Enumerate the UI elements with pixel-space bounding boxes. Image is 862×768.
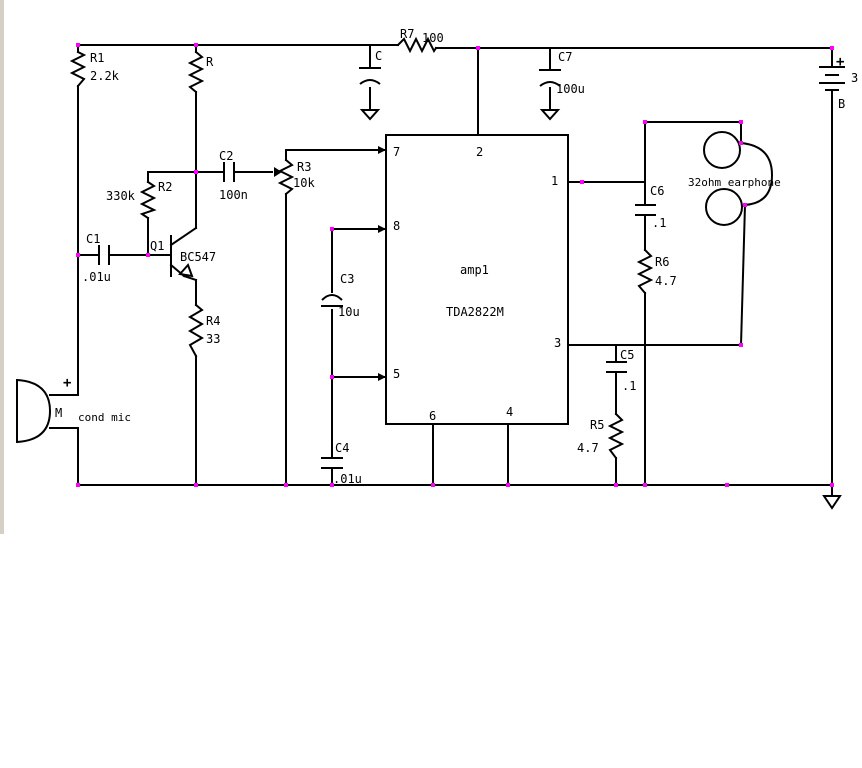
earphone-value: 32ohm earphone bbox=[688, 176, 781, 189]
ground-c bbox=[359, 109, 381, 121]
battery-ref: B bbox=[838, 97, 845, 111]
r5-value: 4.7 bbox=[577, 441, 599, 455]
capacitor-c4: C4 .01u bbox=[321, 441, 362, 486]
r1-value: 2.2k bbox=[90, 69, 120, 83]
c5-value: .1 bbox=[622, 379, 636, 393]
transistor-q1: Q1 BC547 bbox=[150, 226, 216, 282]
c7-ref: C7 bbox=[558, 50, 572, 64]
c7-value: 100u bbox=[556, 82, 585, 96]
r4-ref: R4 bbox=[206, 314, 220, 328]
amp-pin-3: 3 bbox=[554, 336, 561, 350]
junction-dots bbox=[76, 43, 834, 487]
amp-pin-5: 5 bbox=[393, 367, 400, 381]
ground-c7 bbox=[539, 109, 561, 121]
resistor-r: R bbox=[187, 50, 214, 94]
ground-main bbox=[822, 495, 842, 510]
battery-value: 3 bbox=[851, 71, 858, 85]
capacitor-c7: C7 100u bbox=[539, 50, 585, 96]
r6-ref: R6 bbox=[655, 255, 669, 269]
r-ref: R bbox=[206, 55, 214, 69]
wires bbox=[77, 44, 833, 496]
r4-value: 33 bbox=[206, 332, 220, 346]
amp-value: TDA2822M bbox=[446, 305, 504, 319]
r3-value: 10k bbox=[293, 176, 315, 190]
c1-ref: C1 bbox=[86, 232, 100, 246]
amp-pin-1: 1 bbox=[551, 174, 558, 188]
capacitor-c2: C2 100n bbox=[219, 149, 248, 202]
window-left-edge bbox=[0, 0, 4, 534]
c5-ref: C5 bbox=[620, 348, 634, 362]
c3-ref: C3 bbox=[340, 272, 354, 286]
c2-value: 100n bbox=[219, 188, 248, 202]
amp-pin-6: 6 bbox=[429, 409, 436, 423]
r5-ref: R5 bbox=[590, 418, 604, 432]
resistor-r2: R2 330k bbox=[106, 180, 172, 220]
mic-value: cond mic bbox=[78, 411, 131, 424]
capacitor-c6: C6 .1 bbox=[635, 184, 666, 230]
amp-pin-2: 2 bbox=[476, 145, 483, 159]
amp-pin-4: 4 bbox=[506, 405, 513, 419]
r6-value: 4.7 bbox=[655, 274, 677, 288]
battery-polarity: + bbox=[836, 54, 844, 70]
capacitor-c3: C3 10u bbox=[321, 272, 360, 319]
r3-ref: R3 bbox=[297, 160, 311, 174]
amp-pin-7: 7 bbox=[393, 145, 400, 159]
condenser-mic: + M cond mic bbox=[16, 375, 131, 443]
mic-ref: M bbox=[55, 406, 62, 420]
c6-value: .1 bbox=[652, 216, 666, 230]
amp-ic-tda2822m: amp1 TDA2822M 7 2 1 8 5 3 6 4 bbox=[378, 134, 569, 425]
capacitor-c1: C1 .01u bbox=[82, 232, 111, 284]
resistor-r1: R1 2.2k bbox=[69, 50, 120, 88]
battery-b: + 3 B bbox=[819, 54, 858, 111]
r7-ref: R7 bbox=[400, 27, 414, 41]
c4-ref: C4 bbox=[335, 441, 349, 455]
q1-ref: Q1 bbox=[150, 239, 164, 253]
r1-ref: R1 bbox=[90, 51, 104, 65]
mic-polarity: + bbox=[63, 375, 71, 391]
q1-value: BC547 bbox=[180, 250, 216, 264]
r2-ref: R2 bbox=[158, 180, 172, 194]
c6-ref: C6 bbox=[650, 184, 664, 198]
c2-ref: C2 bbox=[219, 149, 233, 163]
resistor-r5: R5 4.7 bbox=[577, 412, 625, 460]
amp-ref: amp1 bbox=[460, 263, 489, 277]
c4-value: .01u bbox=[333, 472, 362, 486]
c3-value: 10u bbox=[338, 305, 360, 319]
resistor-r4: R4 33 bbox=[188, 303, 220, 358]
r7-value: 100 bbox=[422, 31, 444, 45]
r2-value: 330k bbox=[106, 189, 136, 203]
capacitor-c: C bbox=[359, 49, 382, 85]
resistor-r6: R6 4.7 bbox=[636, 248, 677, 295]
potentiometer-r3: R3 10k bbox=[274, 158, 315, 196]
c1-value: .01u bbox=[82, 270, 111, 284]
earphone-32ohm: 32ohm earphone bbox=[688, 131, 781, 226]
resistor-r7: R7 100 bbox=[396, 27, 444, 54]
c-ref: C bbox=[375, 49, 382, 63]
capacitor-c5: C5 .1 bbox=[606, 348, 636, 393]
amp-pin-8: 8 bbox=[393, 219, 400, 233]
